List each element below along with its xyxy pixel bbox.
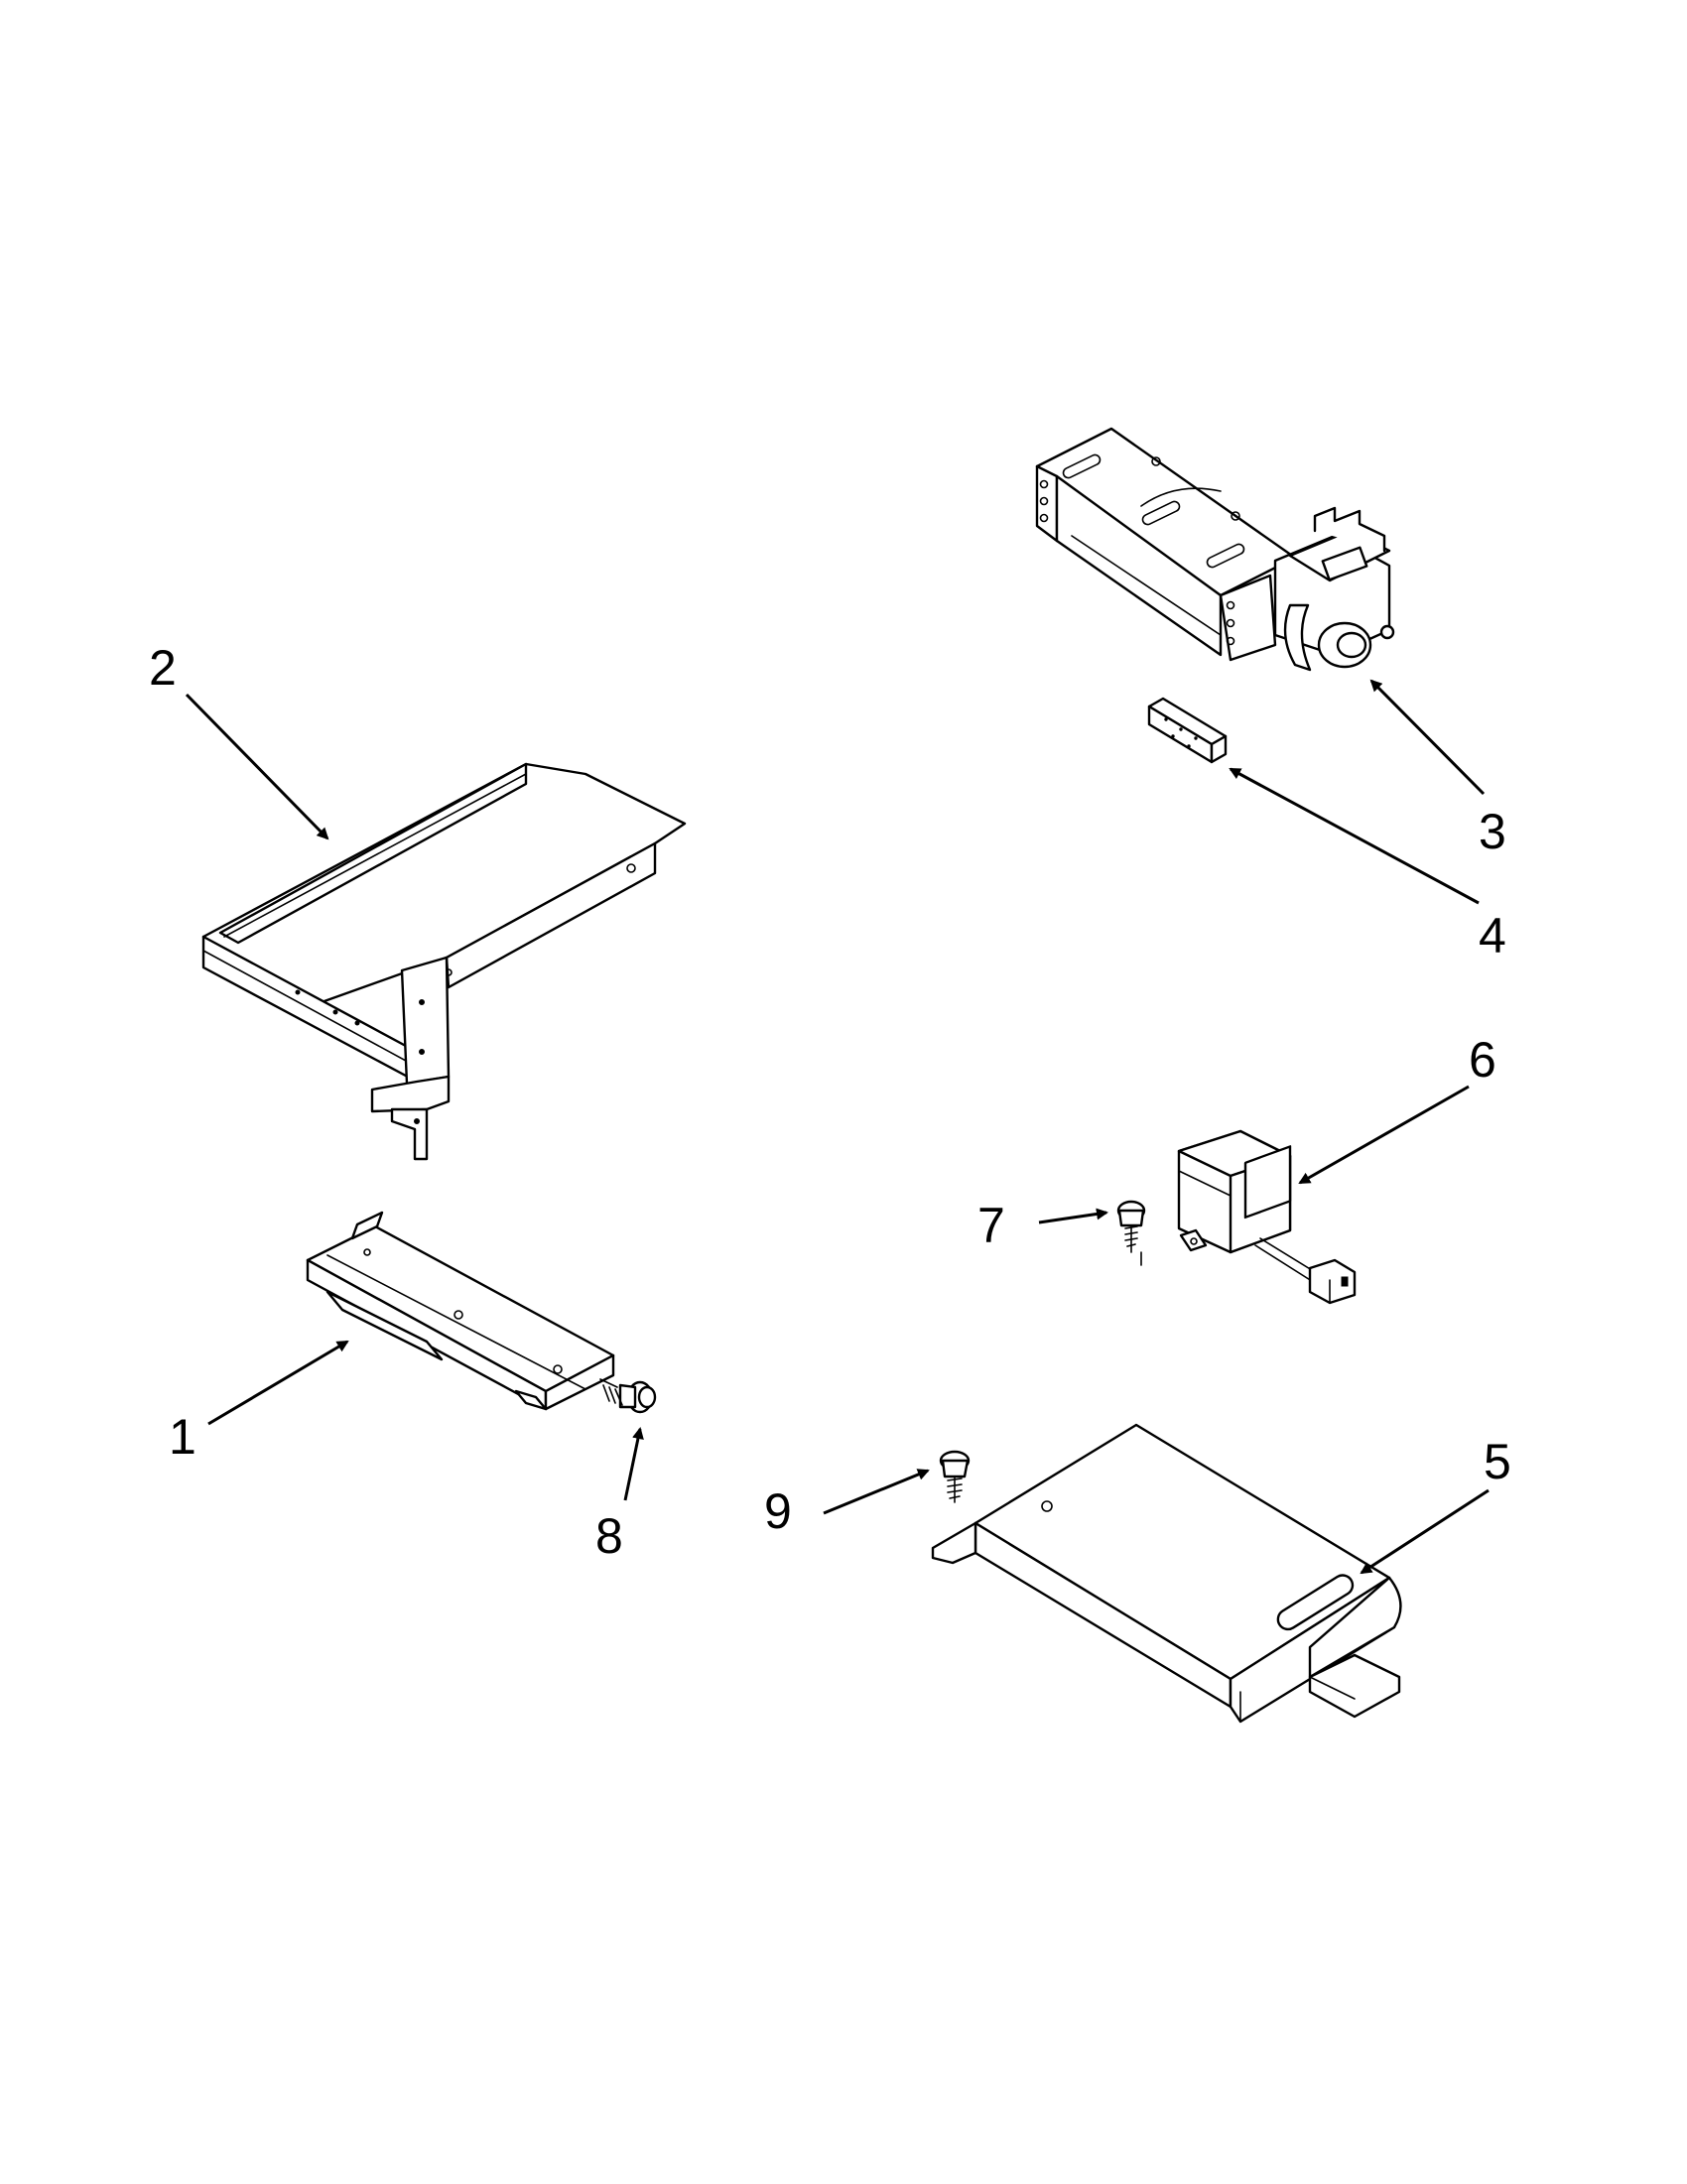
leader-4 [1229,767,1480,905]
part-9-screw [939,1450,971,1503]
leader-6 [1298,1085,1470,1185]
part-4-foam-block [1147,697,1228,764]
leader-2 [185,693,329,840]
leader-7 [1038,1208,1108,1224]
leader-lines [185,679,1490,1575]
part-6-transformer [1140,1129,1357,1305]
callout-6: 6 [1469,1032,1496,1088]
part-3-fan-assembly [1035,427,1395,672]
callout-2: 2 [149,640,177,696]
callout-4: 4 [1479,908,1506,964]
callout-1: 1 [169,1409,196,1465]
part-7-screw [1116,1200,1146,1253]
leader-3 [1369,679,1486,796]
leader-5 [1360,1488,1490,1575]
callout-numbers: 2 3 4 6 7 1 8 5 9 [149,640,1511,1564]
part-8-screw [599,1378,657,1414]
leader-8 [623,1427,644,1501]
callout-3: 3 [1479,804,1506,859]
leader-9 [823,1469,930,1515]
callout-7: 7 [977,1198,1005,1253]
callout-8: 8 [595,1508,623,1564]
part-1-bracket [306,1211,615,1411]
part-2-shelf [201,762,687,1161]
part-5-cover-plate [931,1423,1402,1724]
callout-9: 9 [764,1483,792,1539]
leader-1 [207,1340,349,1426]
callout-5: 5 [1484,1434,1511,1489]
